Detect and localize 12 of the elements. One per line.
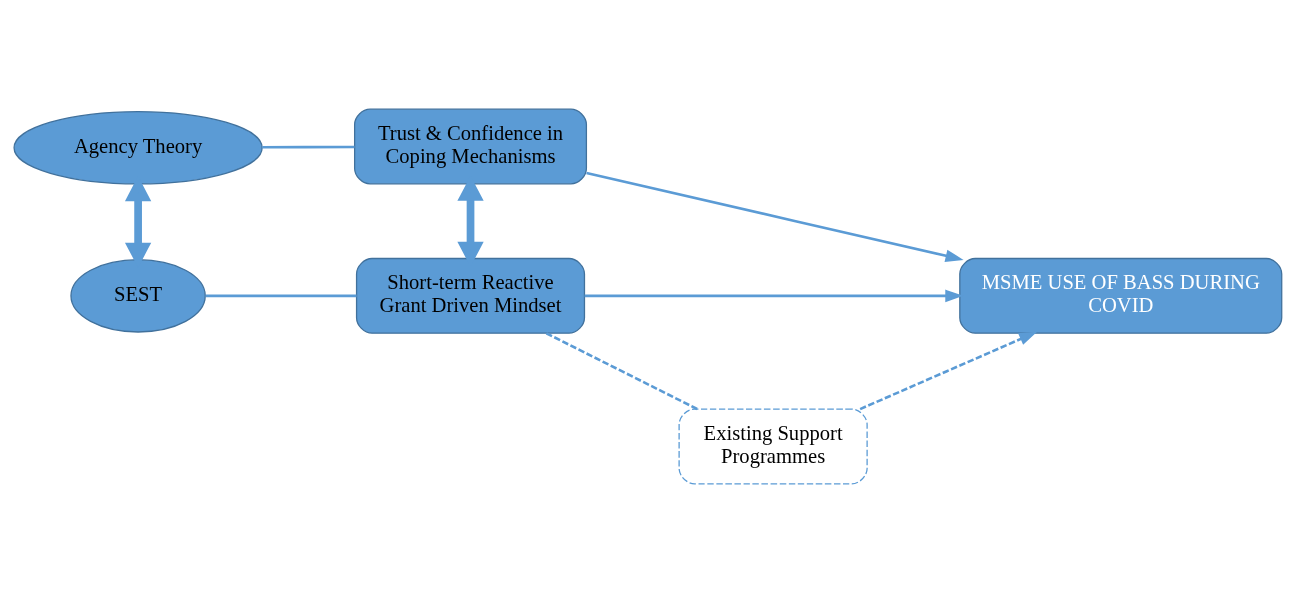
arrow: [586, 171, 964, 262]
connector: [205, 294, 357, 297]
node-box: Short-term Reactive Grant Driven Mindset: [355, 257, 586, 334]
connector: [545, 331, 698, 410]
node-ellipse: SEST: [70, 258, 206, 333]
node-ellipse: Agency Theory: [13, 110, 263, 185]
node-box: Existing Support Programmes: [678, 408, 868, 484]
node-box: Trust & Confidence in Coping Mechanisms: [354, 108, 588, 184]
node-box: MSME USE OF BASS DURING COVID: [959, 257, 1283, 334]
connector: [262, 145, 355, 149]
arrow: [584, 289, 964, 302]
arrow: [859, 331, 1038, 410]
